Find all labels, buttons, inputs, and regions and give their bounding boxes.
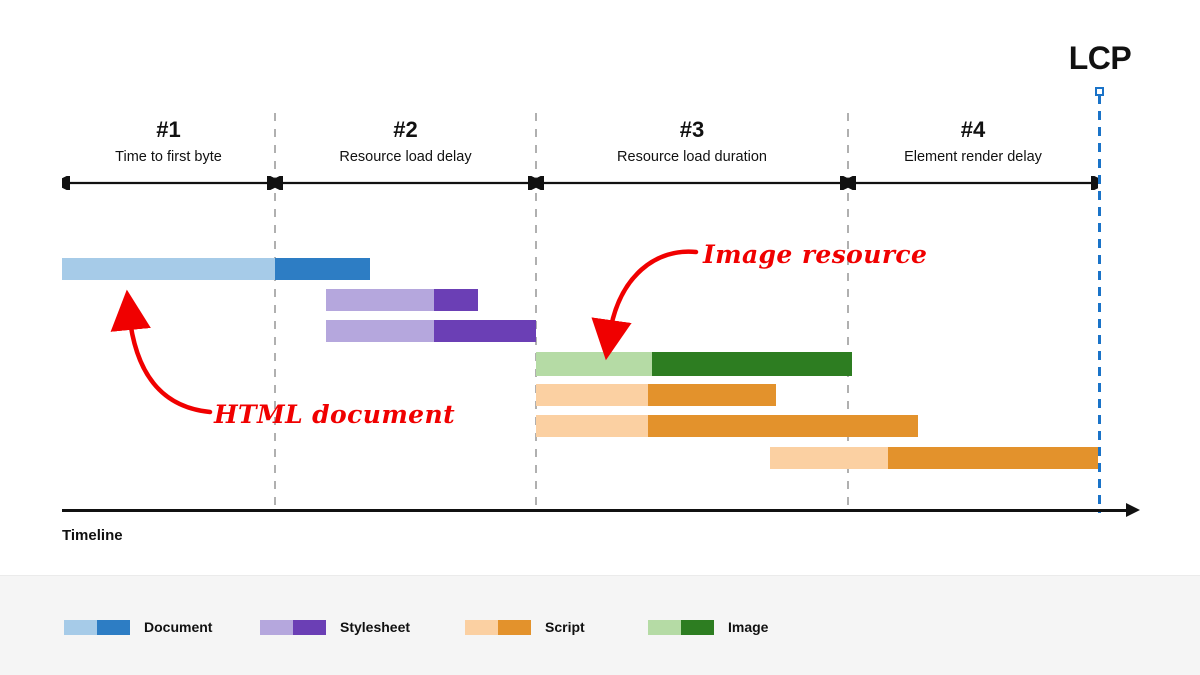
phase-block-3: #3 Resource load duration bbox=[536, 117, 848, 167]
legend: Document Stylesheet Script Image bbox=[0, 575, 1200, 675]
bar-segment-load bbox=[648, 415, 918, 437]
resource-bar-stylesheet-1 bbox=[326, 289, 478, 311]
phase-arrow-2 bbox=[275, 176, 536, 190]
legend-label: Script bbox=[545, 619, 585, 635]
image-resource-arrow-icon bbox=[591, 249, 699, 361]
phase-arrow-4 bbox=[848, 176, 1098, 190]
bar-segment-load bbox=[888, 447, 1098, 469]
legend-swatch-image bbox=[648, 619, 714, 635]
phase-divider bbox=[274, 113, 276, 513]
phase-arrow-3 bbox=[536, 176, 848, 190]
timeline-axis-label: Timeline bbox=[62, 527, 123, 544]
bar-segment-wait bbox=[326, 320, 434, 342]
phase-block-4: #4 Element render delay bbox=[848, 117, 1098, 167]
legend-item-image: Image bbox=[648, 619, 768, 635]
lcp-label: LCP bbox=[1068, 40, 1132, 76]
bar-segment-wait bbox=[536, 415, 648, 437]
diagram-plot-area: LCP #1 Time to first byte #2 Resource lo… bbox=[62, 40, 1140, 544]
phase-number: #3 bbox=[679, 117, 705, 142]
timeline-axis bbox=[62, 509, 1130, 512]
phase-number: #4 bbox=[960, 117, 986, 142]
phase-number: #2 bbox=[393, 117, 418, 142]
legend-item-stylesheet: Stylesheet bbox=[260, 619, 410, 635]
phase-block-1: #1 Time to first byte bbox=[62, 117, 275, 167]
legend-label: Image bbox=[728, 619, 769, 635]
timeline-axis-arrow-icon bbox=[1126, 503, 1140, 517]
phase-divider bbox=[535, 113, 537, 513]
phase-name: Resource load delay bbox=[339, 149, 472, 166]
legend-label: Stylesheet bbox=[340, 619, 411, 635]
legend-swatch-script bbox=[465, 619, 531, 635]
legend-swatch-stylesheet bbox=[260, 619, 326, 635]
bar-segment-load bbox=[434, 320, 536, 342]
phase-name: Time to first byte bbox=[115, 149, 222, 166]
legend-swatch-document bbox=[64, 619, 130, 635]
legend-item-document: Document bbox=[64, 619, 212, 635]
resource-bar-script-2 bbox=[536, 415, 918, 437]
bar-segment-load bbox=[652, 352, 852, 376]
html-document-arrow-icon bbox=[110, 289, 213, 415]
annotation-html-document: HTML document bbox=[214, 400, 456, 429]
phase-divider bbox=[847, 113, 849, 513]
legend-label: Document bbox=[144, 619, 213, 635]
legend-item-script: Script bbox=[465, 619, 585, 635]
phase-arrow-1 bbox=[62, 176, 275, 190]
bar-segment-wait bbox=[62, 258, 275, 280]
phase-block-2: #2 Resource load delay bbox=[275, 117, 536, 167]
lcp-dashed-line bbox=[1098, 95, 1101, 513]
annotation-image-resource: Image resource bbox=[703, 240, 928, 269]
phase-name: Element render delay bbox=[904, 149, 1042, 166]
phase-name: Resource load duration bbox=[617, 149, 767, 166]
resource-bar-stylesheet-2 bbox=[326, 320, 536, 342]
bar-segment-wait bbox=[770, 447, 888, 469]
bar-segment-load bbox=[275, 258, 370, 280]
resource-bar-image bbox=[536, 352, 852, 376]
bar-segment-wait bbox=[536, 384, 648, 406]
phase-number: #1 bbox=[156, 117, 181, 142]
bar-segment-load bbox=[648, 384, 776, 406]
bar-segment-wait bbox=[326, 289, 434, 311]
bar-segment-load bbox=[434, 289, 478, 311]
resource-bar-script-1 bbox=[536, 384, 776, 406]
resource-bar-script-3 bbox=[770, 447, 1098, 469]
resource-bar-document bbox=[62, 258, 370, 280]
